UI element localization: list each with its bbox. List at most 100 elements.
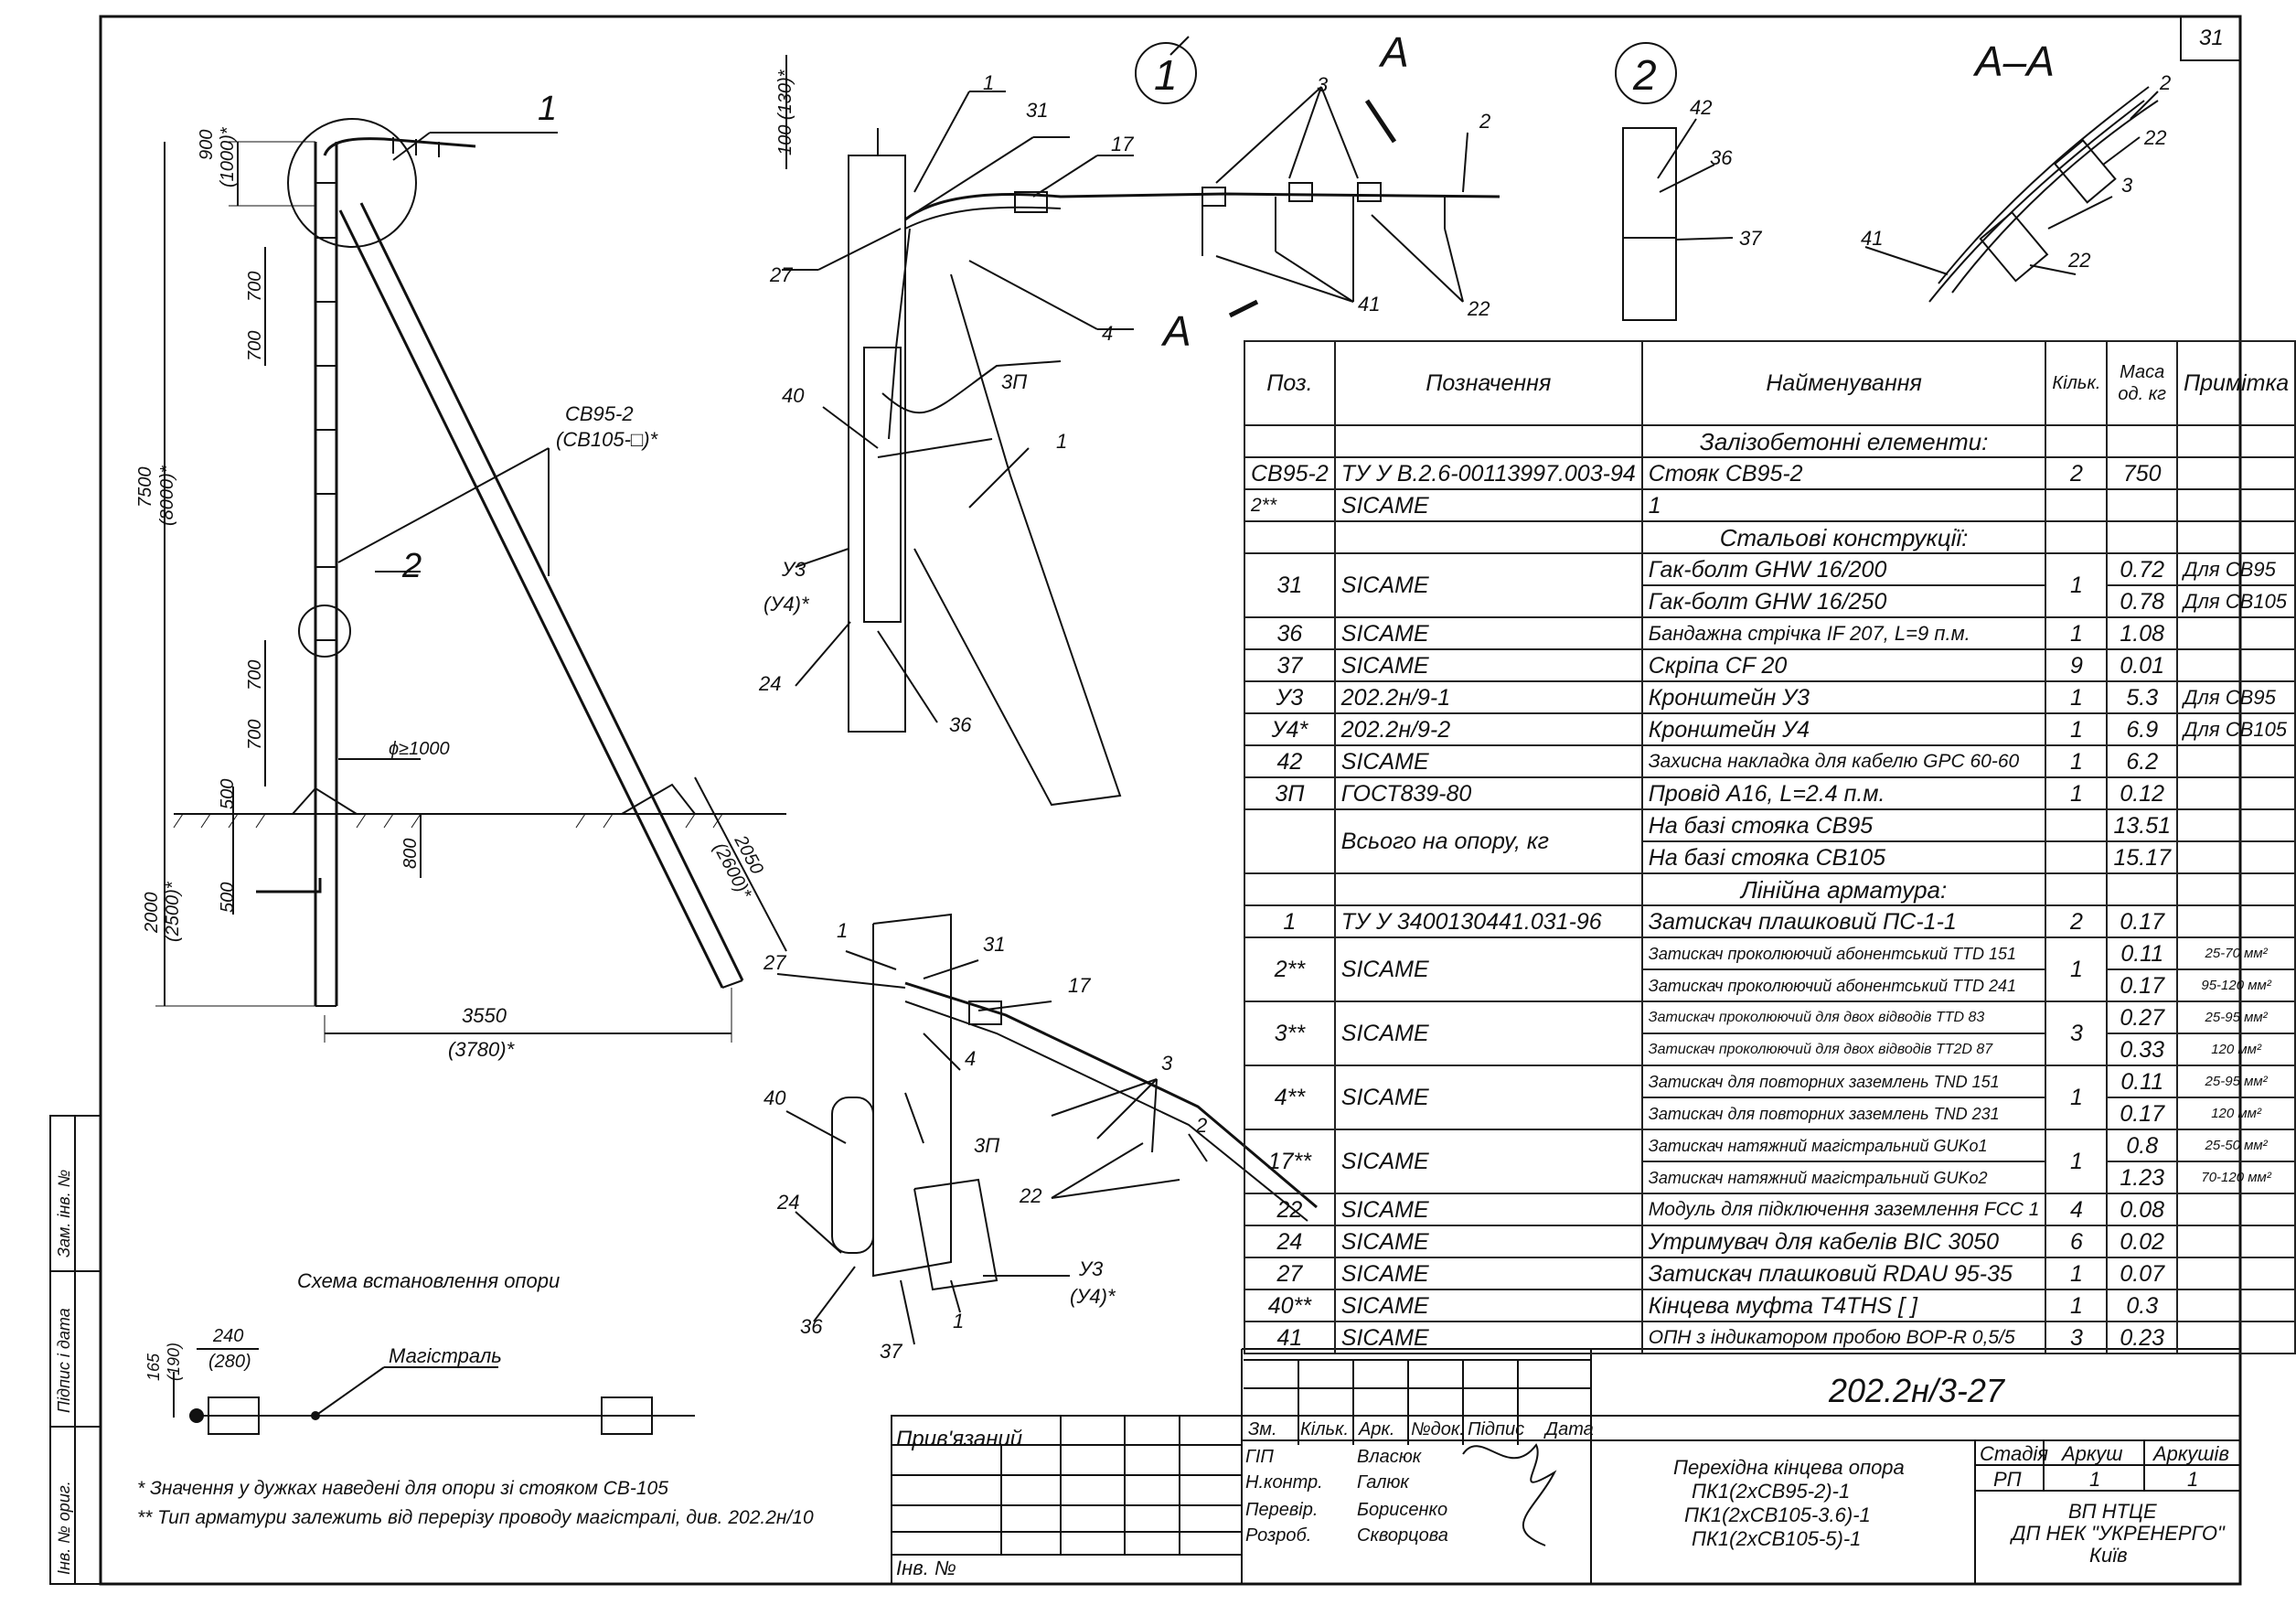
scheme-dim-165: 165 xyxy=(144,1353,163,1381)
aa-label-2: 2 xyxy=(2160,71,2172,94)
cell: 0.78 xyxy=(2106,584,2179,618)
cell: 2 xyxy=(2045,456,2109,490)
dim-2000: 2000 xyxy=(142,892,162,934)
iso-label-40: 40 xyxy=(764,1086,786,1109)
table-row: Гак-болт GHW 16/250 0.78 Для СВ105 xyxy=(1244,584,2296,618)
cell: 0.12 xyxy=(2106,776,2179,810)
cell: Скріпа CF 20 xyxy=(1640,648,2047,682)
cell: 9 xyxy=(2045,648,2109,682)
cell: SICAME xyxy=(1333,1321,1643,1354)
table-row: Лінійна арматура: xyxy=(1244,872,2296,906)
cell: 3П xyxy=(1244,776,1336,810)
cell: 25-95 мм² xyxy=(2176,1000,2296,1034)
cell: Кінцева муфта T4THS [ ] xyxy=(1640,1289,2047,1322)
sheets-value: 1 xyxy=(2187,1468,2199,1491)
cell: Кронштейн У3 xyxy=(1640,680,2047,714)
d1-label-31: 31 xyxy=(1026,99,1049,122)
cell: SICAME xyxy=(1333,744,1643,778)
cell: Затискач для повторних заземлень TND 151 xyxy=(1640,1065,2047,1098)
cell: ГОСТ839-80 xyxy=(1333,776,1643,810)
cell: 0.11 xyxy=(2106,936,2179,970)
scheme-title: Схема встановлення опори xyxy=(297,1269,561,1292)
pole-label: СВ95-2 xyxy=(565,402,634,425)
cell: 25-50 мм² xyxy=(2176,1129,2296,1162)
cell: 1 xyxy=(1640,488,2047,522)
cell: Затискач плашковий RDAU 95-35 xyxy=(1640,1257,2047,1290)
cell: 4 xyxy=(2045,1193,2109,1226)
tb-head-ark: Арк. xyxy=(1359,1419,1395,1439)
table-row: Всього на опору, кг На базі стояка СВ95 … xyxy=(1244,808,2296,874)
table-row: 3П ГОСТ839-80 Провід А16, L=2.4 п.м. 1 0… xyxy=(1244,776,2296,810)
cell: Затискач натяжний магістральний GUKo1 xyxy=(1640,1129,2047,1162)
tb-name: Скворцова xyxy=(1357,1525,1448,1546)
cell: Гак-болт GHW 16/250 xyxy=(1640,584,2047,618)
cell: SICAME xyxy=(1333,1193,1643,1226)
table-row: Затискач натяжний магістральний GUKo2 1.… xyxy=(1244,1161,2296,1194)
dim-1000: (1000)* xyxy=(218,127,238,187)
cell: 3 xyxy=(2045,1000,2109,1066)
cell: 22 xyxy=(1244,1193,1336,1226)
cell: 24 xyxy=(1244,1225,1336,1258)
section-heading: Стальові конструкції: xyxy=(1640,520,2047,554)
scheme-main-line: Магістраль xyxy=(389,1344,502,1367)
cell: 41 xyxy=(1244,1321,1336,1354)
spec-header: Поз. xyxy=(1244,340,1336,426)
note-2: ** Тип арматури залежить від перерізу пр… xyxy=(137,1507,814,1528)
d1-label-4: 4 xyxy=(1102,322,1114,345)
org-line: Київ xyxy=(2089,1544,2128,1567)
d2-label-36: 36 xyxy=(1710,146,1733,169)
cell xyxy=(2045,488,2109,522)
table-row: 36 SICAME Бандажна стрічка IF 207, L=9 п… xyxy=(1244,616,2296,650)
iso-label-27: 27 xyxy=(764,951,786,974)
cell: 0.01 xyxy=(2106,648,2179,682)
cell: 0.27 xyxy=(2106,1000,2179,1034)
cell: 17** xyxy=(1244,1129,1336,1194)
bound-label: Прив'язаний xyxy=(896,1427,1023,1451)
cell: ТУ У В.2.6-00113997.003-94 xyxy=(1333,456,1643,490)
tb-head-zm: Зм. xyxy=(1248,1419,1277,1439)
cell xyxy=(2176,744,2296,778)
cell: 0.02 xyxy=(2106,1225,2179,1258)
table-row: 37 SICAME Скріпа CF 20 9 0.01 xyxy=(1244,648,2296,682)
tb-name: Галюк xyxy=(1357,1472,1409,1493)
table-row: 1 ТУ У 3400130441.031-96 Затискач плашко… xyxy=(1244,904,2296,938)
scheme-dim-190: (190) xyxy=(165,1342,183,1381)
cell: 1 xyxy=(2045,1289,2109,1322)
dim-700-c: 700 xyxy=(245,659,265,690)
cell: Кронштейн У4 xyxy=(1640,712,2047,746)
spec-table: Поз. Позначення Найменування Кільк. Маса… xyxy=(1244,340,2296,1354)
cell: 70-120 мм² xyxy=(2176,1161,2296,1194)
tb-role: ГІП xyxy=(1245,1447,1274,1467)
cell: SICAME xyxy=(1333,1000,1643,1066)
table-row: 42 SICAME Захисна накладка для кабелю GP… xyxy=(1244,744,2296,778)
cell xyxy=(2176,648,2296,682)
callout-2: 2 xyxy=(402,547,422,585)
cell: 5.3 xyxy=(2106,680,2179,714)
cell: 202.2н/9-2 xyxy=(1333,712,1643,746)
cell: SICAME xyxy=(1333,552,1643,618)
sheet-value: 1 xyxy=(2089,1468,2101,1491)
detail-2-label: 2 xyxy=(1633,51,1657,99)
tb-role: Перевір. xyxy=(1245,1500,1319,1520)
cell: SICAME xyxy=(1333,936,1643,1002)
dim-500-a: 500 xyxy=(218,778,238,809)
cell: 1 xyxy=(2045,1129,2109,1194)
cell xyxy=(2176,904,2296,938)
section-mark-bottom: А xyxy=(1163,307,1191,355)
cell: 0.3 xyxy=(2106,1289,2179,1322)
spec-header-row: Поз. Позначення Найменування Кільк. Маса… xyxy=(1244,340,2296,426)
section-mark-top: А xyxy=(1381,28,1409,76)
cell: 1 xyxy=(1244,904,1336,938)
aa-label-22: 22 xyxy=(2144,126,2167,149)
cell: ОПН з індикатором пробою BOP-R 0,5/5 xyxy=(1640,1321,2047,1354)
stage-value: РП xyxy=(1993,1468,2022,1491)
cell: 0.23 xyxy=(2106,1321,2179,1354)
pole-label-alt: (СВ105-□)* xyxy=(556,428,658,451)
tb-role: Н.контр. xyxy=(1245,1472,1323,1493)
cell: 120 мм² xyxy=(2176,1033,2296,1066)
cell: SICAME xyxy=(1333,1129,1643,1194)
stage-head: Стадія xyxy=(1980,1442,2049,1465)
table-row: У4* 202.2н/9-2 Кронштейн У4 1 6.9 Для СВ… xyxy=(1244,712,2296,746)
table-row: 2** SICAME Затискач проколюючий абонентс… xyxy=(1244,936,2296,1002)
